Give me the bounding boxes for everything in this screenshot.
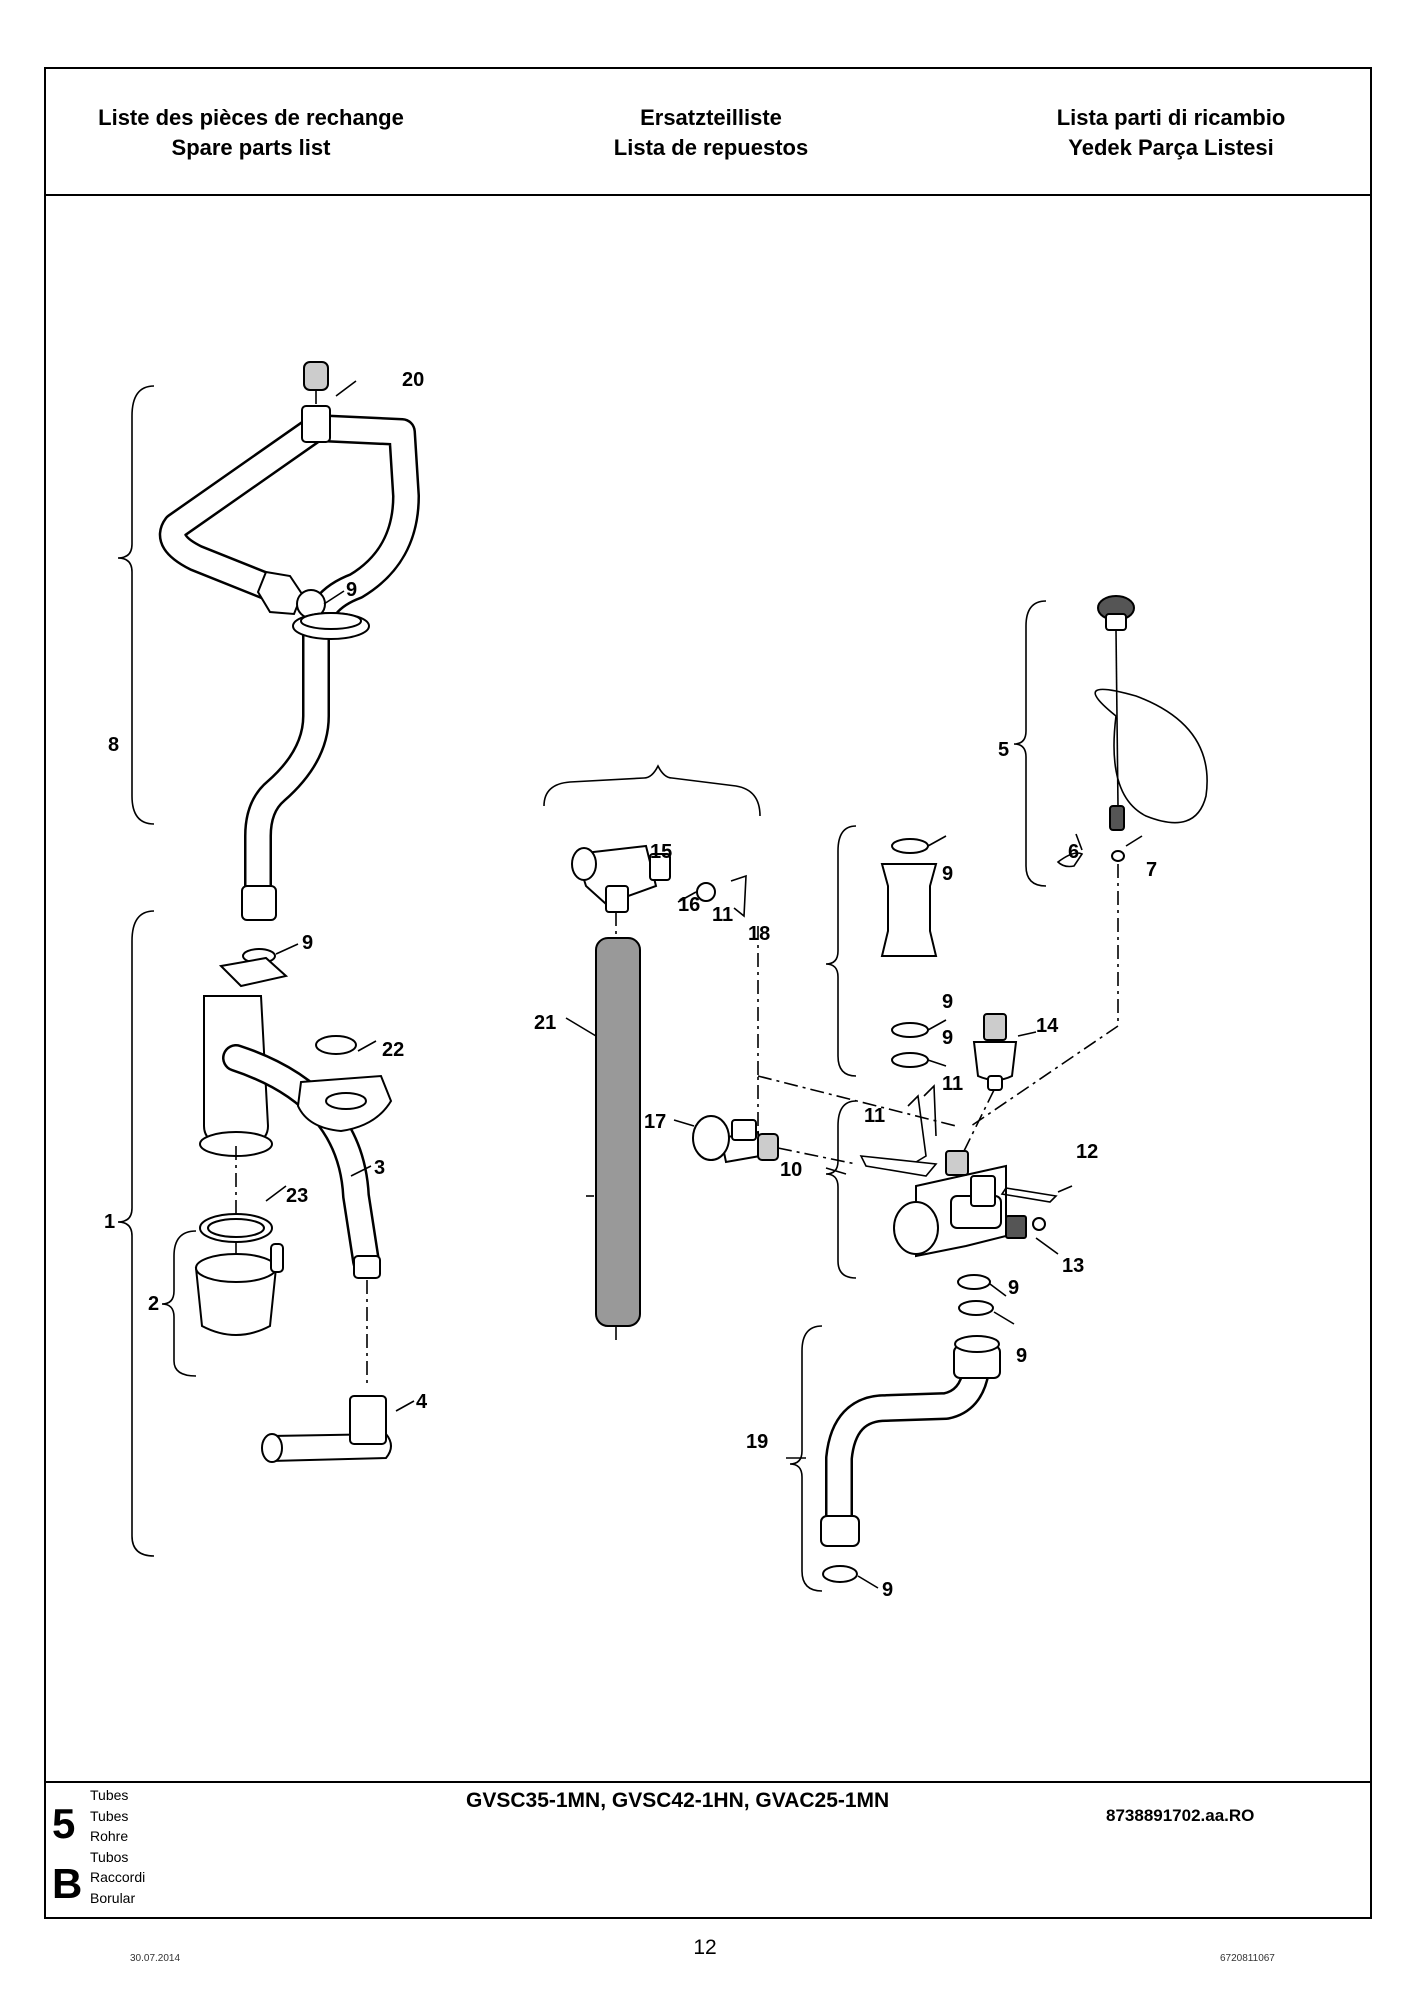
section-title-it: Raccordi — [90, 1869, 146, 1885]
header-german-spanish: Ersatzteilliste Lista de repuestos — [536, 103, 886, 163]
callout-9-e: 9 — [942, 1027, 953, 1049]
section-number: 5 — [52, 1800, 76, 1847]
callout-6: 6 — [1068, 841, 1079, 863]
callout-12: 12 — [1076, 1141, 1098, 1163]
diagram-drawing: 20 9 8 9 22 3 23 1 2 4 15 16 11 21 17 10… — [104, 361, 1208, 1601]
section-title-de: Rohre — [90, 1828, 129, 1844]
callout-1: 1 — [104, 1211, 115, 1233]
callout-5: 5 — [998, 739, 1009, 761]
header-italian-turkish: Lista parti di ricambio Yedek Parça List… — [986, 103, 1356, 163]
callout-9-d: 9 — [942, 991, 953, 1013]
section-title-es: Tubos — [90, 1848, 129, 1865]
section-title-fr: Tubes — [90, 1787, 129, 1803]
header-title-en: Spare parts list — [171, 135, 331, 160]
callout-18: 18 — [748, 923, 770, 945]
callout-13: 13 — [1062, 1255, 1084, 1277]
callout-11-b: 11 — [942, 1073, 963, 1095]
callout-11-c: 11 — [864, 1105, 885, 1127]
section-letter: B — [52, 1860, 83, 1907]
section-title-en: Tubes — [90, 1807, 129, 1824]
callout-14: 14 — [1036, 1015, 1059, 1037]
callout-7: 7 — [1146, 859, 1157, 881]
header: Liste des pièces de rechange Spare parts… — [46, 69, 1370, 196]
callout-3: 3 — [374, 1157, 385, 1179]
callout-9-h: 9 — [882, 1579, 893, 1601]
header-title-it: Lista parti di ricambio — [1056, 105, 1286, 130]
header-french-english: Liste des pièces de rechange Spare parts… — [66, 103, 436, 163]
header-title-de: Ersatzteilliste — [640, 105, 782, 130]
section-title-tr: Borular — [90, 1889, 136, 1906]
page-frame: Liste des pièces de rechange Spare parts… — [44, 67, 1372, 1919]
callout-23: 23 — [286, 1185, 308, 1207]
model-list: GVSC35-1MN, GVSC42-1HN, GVAC25-1MN — [466, 1789, 890, 1812]
footer: 5 B Tubes Tubes Rohre Tubos Raccordi Bor… — [46, 1781, 1370, 1919]
callout-20: 20 — [402, 369, 424, 391]
callout-19: 19 — [746, 1431, 768, 1453]
callout-9-a: 9 — [346, 579, 357, 601]
callout-11-a: 11 — [712, 904, 733, 926]
print-date: 30.07.2014 — [130, 1953, 181, 1964]
header-title-tr: Yedek Parça Listesi — [1068, 135, 1274, 160]
page-number: 12 — [693, 1936, 717, 1959]
document-code: 6720811067 — [1220, 1953, 1275, 1964]
callout-4: 4 — [416, 1391, 428, 1413]
callout-16: 16 — [678, 894, 700, 916]
callout-9-b: 9 — [302, 932, 313, 954]
callout-8: 8 — [108, 734, 119, 756]
header-title-es: Lista de repuestos — [613, 135, 809, 160]
callout-17: 17 — [644, 1111, 666, 1133]
exploded-parts-diagram: 20 9 8 9 22 3 23 1 2 4 15 16 11 21 17 10… — [46, 196, 1370, 1825]
callout-10: 10 — [780, 1159, 802, 1181]
callout-9-f: 9 — [1008, 1277, 1019, 1299]
callout-2: 2 — [148, 1293, 159, 1315]
callout-15: 15 — [650, 841, 672, 863]
section-title-list: Tubes Tubes Rohre Tubos Raccordi Borular — [90, 1785, 145, 1908]
drawing-reference: 8738891702.aa.RO — [1106, 1806, 1255, 1825]
header-title-fr: Liste des pièces de rechange — [98, 105, 404, 130]
callout-21: 21 — [534, 1012, 556, 1034]
callout-22: 22 — [382, 1039, 404, 1061]
callout-9-g: 9 — [1016, 1345, 1027, 1367]
callout-9-c: 9 — [942, 863, 953, 885]
